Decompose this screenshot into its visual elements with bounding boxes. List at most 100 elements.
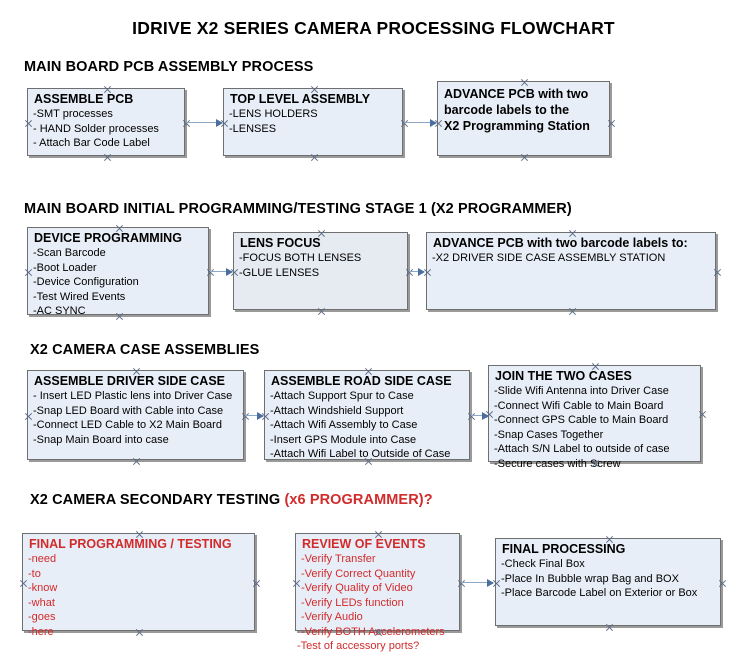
box-final-processing[interactable]: FINAL PROCESSING -Check Final Box -Place… — [495, 538, 721, 626]
box-assemble-pcb[interactable]: ASSEMBLE PCB -SMT processes - HAND Solde… — [27, 88, 185, 156]
box-join-the-two-cases-title: JOIN THE TWO CASES — [495, 369, 632, 383]
list-item: -Test Wired Events — [33, 290, 126, 303]
list-item: -Place Barcode Label on Exterior or Box — [501, 587, 698, 599]
box-advance-pcb-programming-station[interactable]: ADVANCE PCB with two barcode labels to t… — [437, 81, 610, 156]
box-assemble-pcb-title: ASSEMBLE PCB — [34, 92, 134, 106]
connector-handle-bottom[interactable] — [317, 307, 326, 316]
box-join-the-two-cases-lines: -Slide Wifi Antenna into Driver Case -Co… — [489, 384, 700, 471]
box-advance-pcb-driver-side-lines: -X2 DRIVER SIDE CASE ASSEMBLY STATION — [427, 251, 715, 266]
box-assemble-driver-side-case-lines: - Insert LED Plastic lens into Driver Ca… — [28, 389, 243, 447]
list-item: -FOCUS BOTH LENSES — [239, 252, 362, 264]
list-item: -Secure cases with Screw — [494, 457, 621, 470]
box-final-processing-title: FINAL PROCESSING — [502, 542, 626, 556]
list-item: barcode labels to the — [444, 103, 570, 117]
box-lens-focus-title: LENS FOCUS — [240, 236, 321, 250]
arrow-review-to-final-processing — [461, 578, 494, 587]
box-final-programming-testing-title: FINAL PROGRAMMING / TESTING — [29, 537, 232, 551]
connector-handle-bottom[interactable] — [568, 307, 577, 316]
box-assemble-driver-side-case[interactable]: ASSEMBLE DRIVER SIDE CASE - Insert LED P… — [27, 370, 244, 460]
arrow-driver-case-to-road-case — [245, 411, 264, 420]
box-assemble-road-side-case[interactable]: ASSEMBLE ROAD SIDE CASE -Attach Support … — [264, 370, 470, 460]
connector-handle-bottom[interactable] — [103, 153, 112, 162]
list-item: -know — [28, 582, 58, 594]
list-item: -Boot Loader — [33, 261, 97, 274]
list-item: -AC SYNC — [33, 305, 86, 317]
list-item: -Verify Transfer — [301, 553, 376, 565]
box-join-the-two-cases[interactable]: JOIN THE TWO CASES -Slide Wifi Antenna i… — [488, 365, 701, 470]
box-assemble-driver-side-case-title: ASSEMBLE DRIVER SIDE CASE — [34, 374, 226, 388]
box-advance-pcb-driver-side-title: ADVANCE PCB with two barcode labels to: — [433, 236, 688, 250]
page-title: IDRIVE X2 SERIES CAMERA PROCESSING FLOWC… — [132, 18, 615, 38]
list-item: -Attach S/N Label to outside of case — [494, 443, 670, 455]
box-top-level-assembly-lines: -LENS HOLDERS -LENSES — [224, 107, 402, 136]
list-item: -to — [28, 567, 41, 580]
arrow-lens-focus-to-advance-driver-side — [409, 267, 425, 276]
list-item: X2 Programming Station — [444, 119, 590, 133]
box-advance-pcb-programming-station-title: ADVANCE PCB with two — [444, 87, 589, 101]
list-item: -LENS HOLDERS — [229, 108, 318, 120]
list-item: -Connect LED Cable to X2 Main Board — [33, 419, 222, 431]
list-item: -Attach Wifi Label to Outside of Case — [270, 448, 451, 460]
box-advance-pcb-driver-side[interactable]: ADVANCE PCB with two barcode labels to: … — [426, 232, 716, 310]
box-review-of-events[interactable]: REVIEW OF EVENTS -Verify Transfer -Verif… — [295, 533, 460, 652]
list-item: -Attach Support Spur to Case — [270, 390, 414, 402]
box-lens-focus[interactable]: LENS FOCUS -FOCUS BOTH LENSES -GLUE LENS… — [233, 232, 408, 310]
box-top-level-assembly[interactable]: TOP LEVEL ASSEMBLY -LENS HOLDERS -LENSES — [223, 88, 403, 156]
list-item: -Slide Wifi Antenna into Driver Case — [494, 385, 669, 397]
arrow-road-case-to-join-cases — [471, 411, 489, 420]
list-item: - HAND Solder processes — [33, 122, 159, 135]
list-item: -Attach Windshield Support — [270, 404, 404, 417]
list-item: -Verify Correct Quantity — [301, 567, 416, 580]
section-heading-x2-camera-case-assemblies: X2 CAMERA CASE ASSEMBLIES — [30, 342, 260, 358]
arrow-assemble-pcb-to-top-level — [186, 118, 223, 127]
section-heading-red-note: (x6 PROGRAMMER)? — [284, 492, 433, 508]
box-review-of-events-title: REVIEW OF EVENTS — [302, 537, 426, 551]
arrow-top-level-to-advance-pcb — [404, 118, 437, 127]
connector-handle-bottom[interactable] — [520, 153, 529, 162]
list-item: -Device Configuration — [33, 276, 139, 288]
list-item: -what — [28, 596, 55, 609]
list-item: -Snap Main Board into case — [33, 433, 169, 446]
connector-handle-right[interactable] — [713, 268, 722, 277]
box-final-programming-testing-lines: -need -to -know -what -goes -here — [23, 552, 254, 639]
list-item: -Test of accessory ports? — [297, 640, 420, 652]
box-assemble-pcb-lines: -SMT processes - HAND Solder processes -… — [28, 107, 184, 151]
list-item: -LENSES — [229, 122, 277, 135]
list-item: -Connect GPS Cable to Main Board — [494, 414, 669, 426]
section-heading-main-board-pcb-assembly: MAIN BOARD PCB ASSEMBLY PROCESS — [24, 59, 314, 75]
list-item: -Connect Wifi Cable to Main Board — [494, 399, 664, 412]
box-top-level-assembly-title: TOP LEVEL ASSEMBLY — [230, 92, 371, 106]
list-item: -Verify BOTH Accelerometers — [301, 625, 445, 638]
list-item: -Snap LED Board with Cable into Case — [33, 404, 224, 417]
list-item: - Attach Bar Code Label — [33, 137, 150, 149]
box-assemble-road-side-case-title: ASSEMBLE ROAD SIDE CASE — [271, 374, 452, 388]
box-device-programming-lines: -Scan Barcode -Boot Loader -Device Confi… — [28, 246, 208, 319]
list-item: -Snap Cases Together — [494, 428, 604, 441]
box-device-programming-title: DEVICE PROGRAMMING — [34, 231, 182, 245]
connector-handle-bottom[interactable] — [605, 623, 614, 632]
list-item: -Attach Wifi Assembly to Case — [270, 419, 418, 431]
arrow-device-programming-to-lens-focus — [210, 267, 233, 276]
list-item: -Check Final Box — [501, 558, 585, 570]
list-item: -Verify Quality of Video — [301, 582, 413, 594]
list-item: -Scan Barcode — [33, 247, 106, 259]
connector-handle-bottom[interactable] — [310, 153, 319, 162]
list-item: - Insert LED Plastic lens into Driver Ca… — [33, 390, 233, 402]
box-assemble-road-side-case-lines: -Attach Support Spur to Case -Attach Win… — [265, 389, 469, 462]
list-item: -Verify LEDs function — [301, 596, 404, 609]
connector-handle-bottom[interactable] — [132, 457, 141, 466]
box-final-programming-testing[interactable]: FINAL PROGRAMMING / TESTING -need -to -k… — [22, 533, 255, 638]
box-final-processing-lines: -Check Final Box -Place In Bubble wrap B… — [496, 557, 720, 601]
section-heading-text: X2 CAMERA SECONDARY TESTING — [30, 492, 285, 508]
section-heading-main-board-initial-programming: MAIN BOARD INITIAL PROGRAMMING/TESTING S… — [24, 201, 572, 217]
list-item: -Insert GPS Module into Case — [270, 433, 417, 446]
box-device-programming[interactable]: DEVICE PROGRAMMING -Scan Barcode -Boot L… — [27, 227, 209, 317]
box-advance-pcb-programming-station-lines: barcode labels to the X2 Programming Sta… — [438, 102, 609, 134]
list-item: -here — [28, 625, 54, 638]
list-item: -goes — [28, 611, 56, 623]
list-item: -Place In Bubble wrap Bag and BOX — [501, 572, 679, 585]
list-item: -Verify Audio — [301, 611, 363, 623]
list-item: -need — [28, 553, 57, 565]
list-item: -GLUE LENSES — [239, 266, 320, 279]
